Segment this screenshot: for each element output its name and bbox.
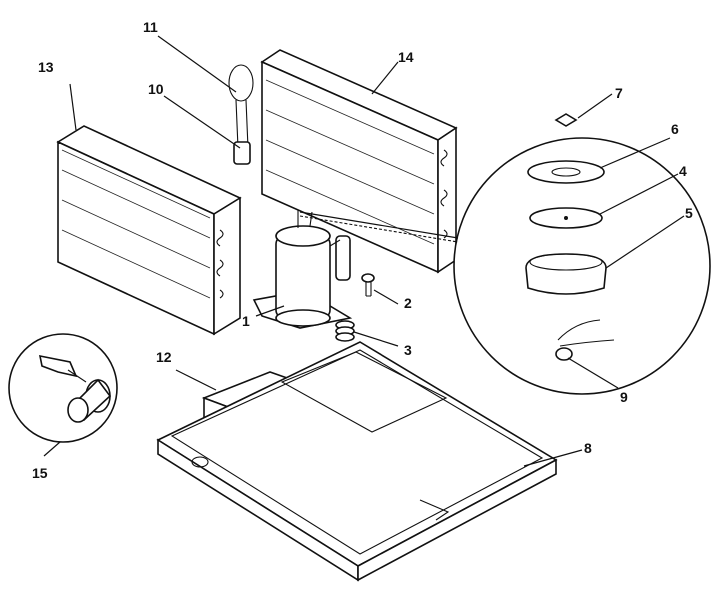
callout-1: 1 [242,313,250,329]
callout-12: 12 [156,349,172,365]
capillary-tube-11 [228,64,254,165]
coil-14 [260,49,458,274]
callout-4: 4 [679,163,687,179]
compressor-1 [252,210,353,329]
screw-2 [361,273,375,297]
grommet-3 [335,320,355,342]
callout-11: 11 [143,19,158,35]
detail-circle-right [299,113,711,395]
callout-13: 13 [38,59,54,75]
callout-labels: 1 2 3 4 5 6 7 8 9 10 11 12 13 14 15 [32,19,693,481]
callout-10: 10 [148,81,164,97]
coil-13 [56,125,242,336]
callout-5: 5 [685,205,693,221]
callout-15: 15 [32,465,48,481]
callout-8: 8 [584,440,592,456]
callout-7: 7 [615,85,623,101]
callout-2: 2 [404,295,412,311]
detail-circle-left [8,333,118,443]
callout-3: 3 [404,342,412,358]
base-pan-8 [156,341,558,582]
callout-14: 14 [398,49,414,65]
callout-9: 9 [620,389,628,405]
callout-6: 6 [671,121,679,137]
leader-lines [43,35,685,467]
